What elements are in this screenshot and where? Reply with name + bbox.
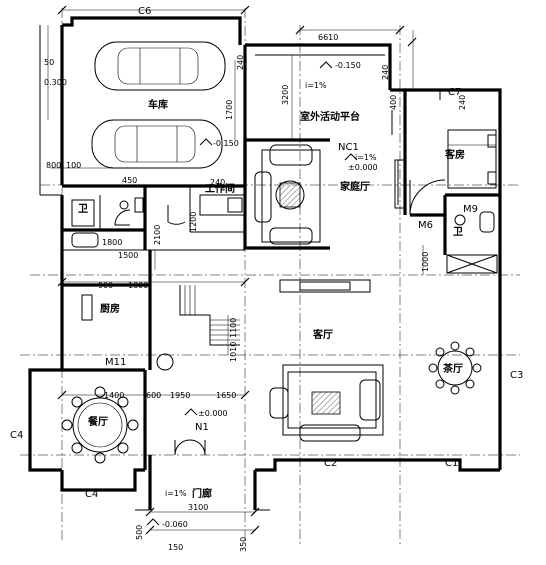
walls [28,16,502,511]
dim-2100: 2100 [153,225,162,245]
room-entrance: 门廊 [192,487,212,500]
room-family-hall: 家庭厅 [340,180,370,193]
tag-c6: C6 [138,6,151,17]
dim-240-a: 240 [236,55,245,70]
tag-n1: N1 [195,422,209,433]
tag-m9: M9 [463,204,478,215]
dim-1010: 1010 [229,342,238,362]
dim-1400: 1400 [104,391,124,400]
dimension-lines [47,9,424,531]
tag-c7: C7 [448,87,461,98]
dim-0300: 0.300 [44,78,67,87]
room-bath-left: 卫 [78,203,88,215]
room-garage: 车库 [148,98,168,111]
room-dining-right: 茶厅 [442,362,463,375]
dim-1700: 1700 [225,100,234,120]
dim-400: 400 [389,95,398,110]
dim-800: 800 [46,161,61,170]
car-bottom [91,119,223,169]
room-dining: 餐厅 [87,415,108,428]
slope-terrace: i=1% [305,81,327,90]
dim-3200: 3200 [281,85,290,105]
living-sofa-set [269,364,384,442]
tag-c4-left: C4 [10,430,23,441]
tag-c1: C1 [445,458,458,469]
elevation-markers [146,61,358,526]
dim-240-d: 240 [210,178,225,187]
dim-1500: 1500 [118,251,138,260]
dim-1000-b: 1000 [421,252,430,272]
dim-1800: 1800 [102,238,122,247]
slope-entrance: i=1% [165,489,187,498]
dim-1100: 1100 [229,318,238,338]
dim-1200: 1200 [189,212,198,232]
dim-1650: 1650 [216,391,236,400]
tag-c3: C3 [510,370,523,381]
dim-450: 450 [122,176,137,185]
tag-c2: C2 [324,458,337,469]
doors [114,179,446,456]
slope-family: i=1% [355,153,377,162]
room-bath-right: 卫 [453,226,463,238]
dimension-ticks [57,5,417,535]
dim-50: 50 [44,58,54,67]
dim-150: 150 [168,543,183,552]
room-outdoor-terrace: 室外活动平台 [300,110,360,123]
tag-m11: M11 [105,357,126,368]
elev-garage: -0.150 [213,139,239,148]
dim-6610: 6610 [318,33,338,42]
family-sofa-set [254,144,321,245]
dim-600: 600 [146,391,161,400]
room-guest: 客房 [444,148,465,161]
dim-900: 900 [98,281,113,290]
room-work: 工作间 [205,182,235,195]
guest-bed [447,129,497,189]
dim-100: 100 [66,161,81,170]
car-top [94,41,226,91]
tag-nc1: NC1 [338,142,359,153]
dim-500: 500 [135,525,144,540]
elev-main: ±0.000 [198,409,228,418]
elev-terrace: -0.150 [335,61,361,70]
elev-entry: -0.060 [162,520,188,529]
dim-1950: 1950 [170,391,190,400]
dim-1000: 1000 [128,281,148,290]
tag-c4-bottom: C4 [85,489,98,500]
tag-m6: M6 [418,220,433,231]
bath-fixtures [71,197,495,248]
room-kitchen: 厨房 [100,302,120,315]
room-living: 客厅 [312,328,333,341]
dim-240-c: 240 [458,95,467,110]
dining-table-left [61,386,139,464]
stairs [179,285,240,346]
dining-table-right [428,341,482,395]
elev-family: ±0.000 [348,163,378,172]
dim-350: 350 [239,537,248,552]
dim-3100: 3100 [188,503,208,512]
misc-features [81,110,406,371]
dim-240-b: 240 [381,65,390,80]
